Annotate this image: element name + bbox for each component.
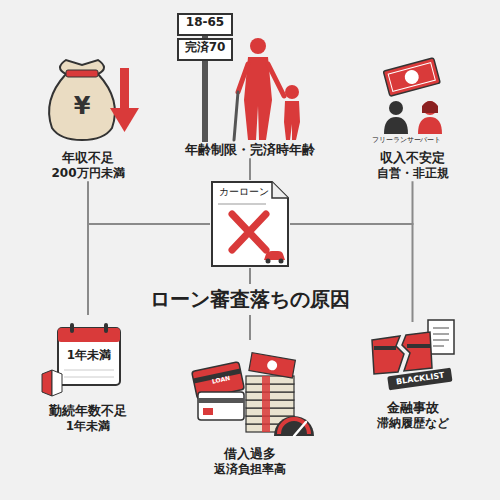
icon-label: 完済70: [185, 41, 226, 54]
debt-icon: [192, 353, 314, 436]
icon-label: 18-65: [186, 16, 224, 29]
money-bag-icon: [49, 60, 139, 140]
icon-label: パート: [420, 137, 441, 145]
cause-heading: 借入過多: [170, 446, 330, 462]
connector-line: [290, 181, 413, 224]
cause-detail: 自営・非正規: [350, 166, 475, 181]
cause-group: 年齢制限・完済時年齢: [165, 10, 335, 158]
default-history-icon: [372, 320, 454, 390]
connector-line: [249, 158, 251, 180]
cause-group: 勤続年数不足1年未満: [28, 315, 148, 434]
calendar-icon: [42, 323, 120, 396]
cause-detail: 1年未満: [28, 419, 148, 434]
icon-label: フリーランサー: [372, 137, 421, 145]
cause-group: 借入過多返済負担率高: [170, 340, 330, 477]
unstable-income-icon: [383, 58, 442, 134]
cause-heading: 金融事故: [350, 400, 475, 416]
icon-label: 1年未満: [67, 349, 111, 362]
connector-line: [88, 181, 210, 224]
cause-group: 収入不安定自営・非正規: [350, 60, 475, 181]
cause-heading: 勤続年数不足: [28, 403, 148, 419]
cause-heading: 収入不安定: [350, 150, 475, 166]
icon-label: ¥: [74, 93, 91, 119]
cause-heading: 年収不足: [28, 150, 148, 166]
age-signpost-icon: [178, 14, 300, 142]
loan-document: カーローン: [210, 180, 290, 268]
cause-detail: 200万円未満: [28, 166, 148, 181]
cause-detail: 滞納履歴など: [350, 416, 475, 431]
cause-detail: 返済負担率高: [170, 462, 330, 477]
cause-heading: 年齢制限・完済時年齢: [165, 142, 335, 158]
cause-heading: カーローン: [212, 186, 276, 199]
diagram-title: ローン審査落ちの原因: [144, 284, 356, 315]
